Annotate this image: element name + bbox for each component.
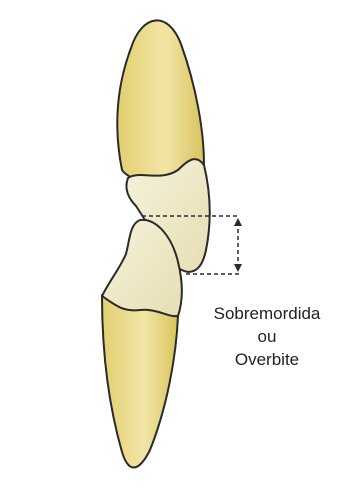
lower-incisor (102, 220, 182, 468)
overbite-caption: Sobremordida ou Overbite (196, 302, 338, 371)
lower-incisor-root (102, 296, 178, 468)
upper-incisor-root (117, 20, 204, 182)
caption-line-2: ou (196, 325, 338, 348)
arrow-up-icon (234, 218, 242, 226)
caption-line-3: Overbite (196, 348, 338, 371)
caption-line-1: Sobremordida (196, 302, 338, 325)
arrow-down-icon (234, 264, 242, 272)
